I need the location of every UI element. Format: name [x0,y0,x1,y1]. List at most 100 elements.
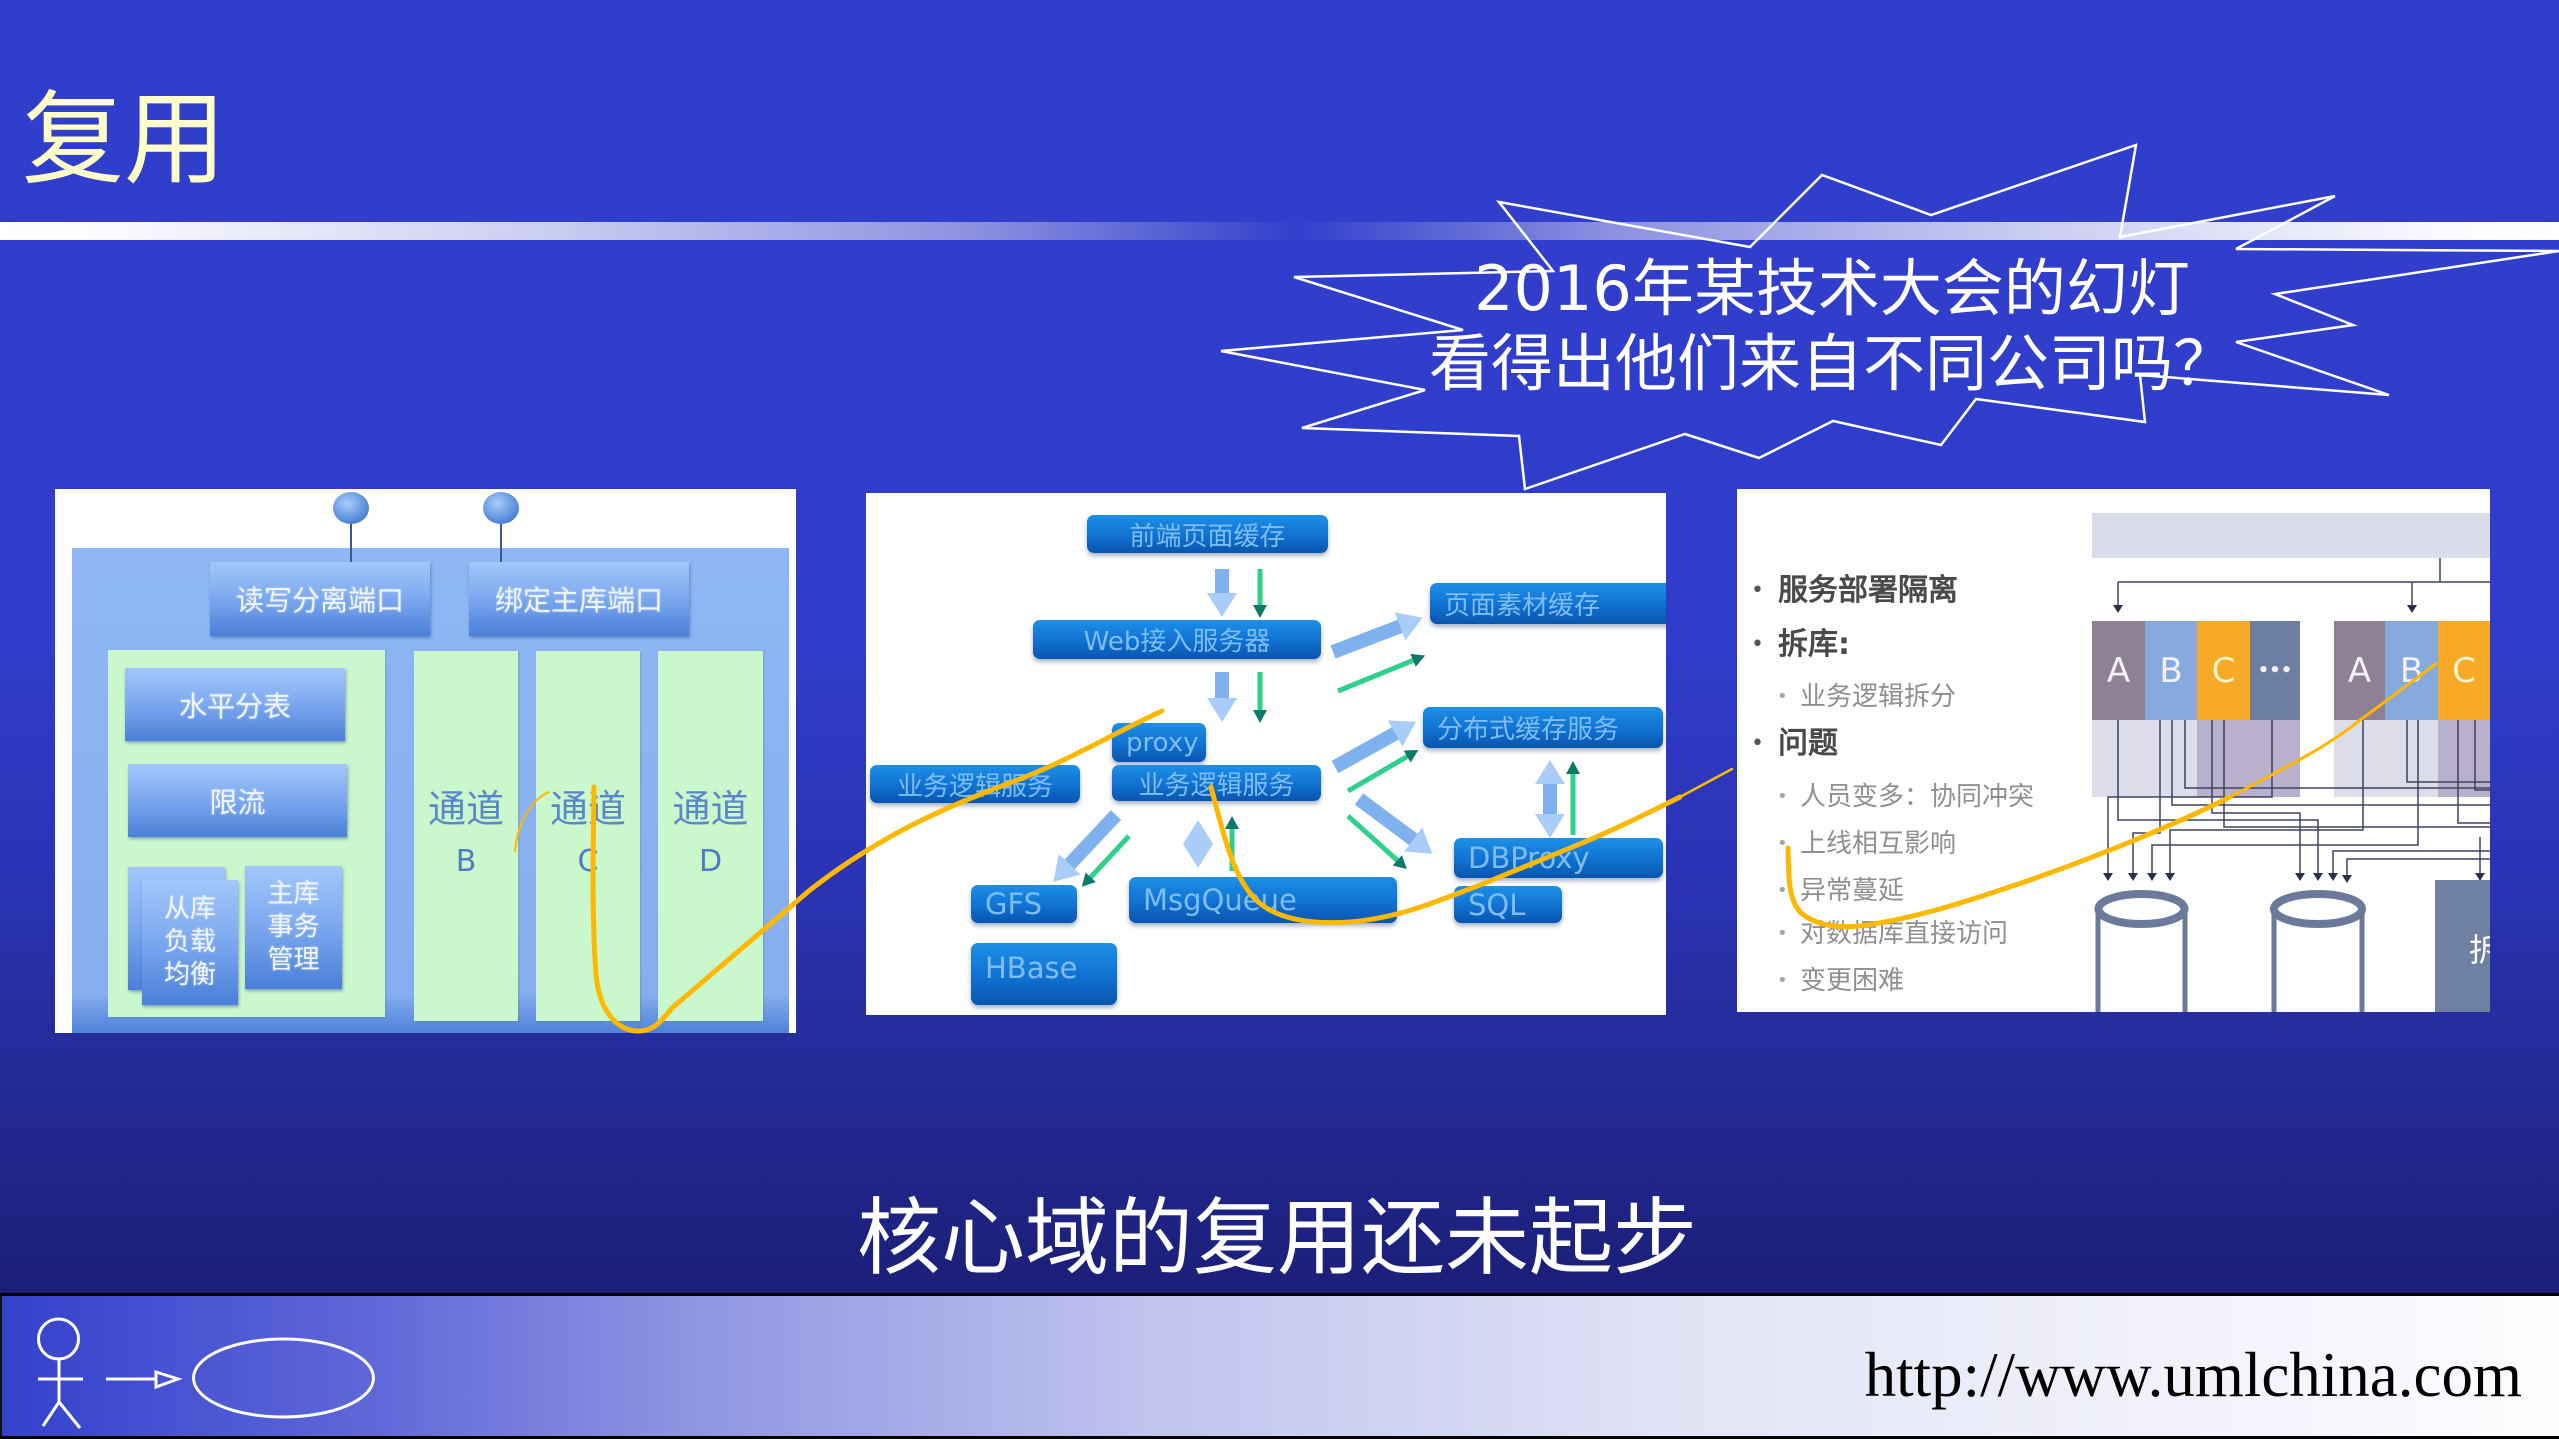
port-lollipop-icons [333,492,519,563]
routing-lines [2094,558,2490,1012]
column-label: B [2159,650,2183,691]
callout-text: 2016年某技术大会的幻灯 看得出他们来自不同公司吗？ [1382,251,2282,401]
node-asset-cache: 页面素材缓存 [1430,583,1666,624]
node-biz-logic-left: 业务逻辑服务 [870,765,1080,803]
title-divider-bar [0,222,2559,240]
bullet-text: 业务逻辑拆分 [1800,682,1957,712]
database-cylinder-icon [2270,890,2366,1012]
node-sql: SQL [1454,886,1562,923]
node-label: 分布式缓存服务 [1437,715,1620,745]
bullet-item: • 服务部署隔离 [1737,574,2097,608]
box-label-line: 主库 [267,879,320,909]
bullet-item: • 拆库: [1737,628,2097,662]
bullet-dot-icon: • [1777,833,1788,854]
node-label: GFS [985,887,1043,921]
flow-arrows [1053,569,1580,887]
slide-title: 复用 [22,81,226,200]
box-label-line: 负载 [163,927,216,957]
service-column-b: B [2145,621,2197,720]
footer-url: http://www.umlchina.com [1864,1340,2522,1410]
port-circle-icon [333,492,369,524]
callout-line-1: 2016年某技术大会的幻灯 [1474,252,2190,325]
bullet-text: 问题 [1778,726,1838,761]
bullet-dot-icon: • [1751,731,1764,756]
column-label: A [2106,650,2131,691]
box-label-line: 事务 [267,912,320,942]
column-shade [2438,720,2490,797]
read-write-split-port: 读写分离端口 [210,562,430,636]
bullet-text: 拆库: [1778,627,1850,662]
bullet-dot-icon: • [1777,786,1788,807]
node-label: 页面素材缓存 [1444,591,1601,621]
bind-master-port: 绑定主库端口 [469,562,689,636]
node-gfs: GFS [971,885,1077,923]
replica-load-balance-box: 从库 负载 均衡 [142,880,238,1005]
channel-letter: B [455,844,477,879]
port-label: 绑定主库端口 [494,584,663,617]
arrow-right-icon [106,1369,183,1390]
bullet-dot-icon: • [1751,632,1764,657]
node-proxy: proxy [1112,723,1206,762]
node-dbproxy: DBProxy [1454,838,1663,878]
conclusion-text: 核心域的复用还未起步 [856,1189,1697,1287]
channel-b: 通道 B [414,651,518,1021]
bullet-dot-icon: • [1777,686,1788,707]
box-label: 限流 [209,785,266,819]
node-label: 前端页面缓存 [1129,521,1286,552]
channel-d: 通道 D [658,651,763,1021]
node-frontend-cache: 前端页面缓存 [1087,515,1328,553]
node-msgqueue: MsgQueue [1129,877,1397,923]
node-label: proxy [1126,727,1199,758]
bullet-item: • 业务逻辑拆分 [1737,680,2097,714]
callout-line-2: 看得出他们来自不同公司吗？ [1428,327,2235,400]
box-label: 水平分表 [178,689,291,723]
gateway-bar [2092,513,2490,558]
node-label: DBProxy [1468,841,1590,875]
port-label: 读写分离端口 [235,584,404,617]
port-circle-icon [483,492,519,524]
figure-db-middleware-diagram: 读写分离端口 绑定主库端口 水平分表 限流 从库 负载 均衡 主库 事务 管理 … [55,489,796,1033]
database-cylinder-icon [2094,890,2189,1012]
column-label: C [2452,650,2476,691]
channel-c: 通道 C [536,651,640,1021]
bullet-dot-icon: • [1751,578,1764,603]
bullet-item: • 问题 [1737,727,2097,761]
split-box: 拆 [2435,880,2490,1012]
channel-label: 通道 [549,787,626,831]
node-hbase: HBase [971,943,1117,1005]
bullet-text: 变更困难 [1800,966,1905,996]
service-column-c: C [2438,621,2490,720]
bullet-dot-icon: • [1777,880,1788,901]
box-label-line: 均衡 [163,960,216,990]
node-label: HBase [985,951,1078,985]
box-label-line: 从库 [163,894,216,924]
bullet-dot-icon: • [1777,970,1788,991]
footer-bar: http://www.umlchina.com [0,1293,2559,1439]
use-case-ellipse-icon [192,1337,375,1419]
node-web-server: Web接入服务器 [1033,620,1321,659]
master-transaction-box: 主库 事务 管理 [245,866,342,989]
node-label: SQL [1468,887,1526,922]
horizontal-sharding-box: 水平分表 [125,668,345,741]
node-biz-logic-center: 业务逻辑服务 [1112,765,1321,801]
node-label: 业务逻辑服务 [896,771,1053,802]
stick-figure-actor-icon [37,1317,83,1429]
footer-logo [37,1317,375,1429]
box-label-line: 管理 [267,945,320,975]
channel-letter: D [698,844,723,879]
channel-label: 通道 [672,787,749,831]
node-label: 业务逻辑服务 [1138,770,1295,801]
node-label: MsgQueue [1143,883,1297,917]
bullet-item: • 变更困难 [1737,964,2097,998]
figure-service-architecture: 前端页面缓存 Web接入服务器 页面素材缓存 proxy 业务逻辑服务 业务逻辑… [866,493,1666,1015]
bullet-text: 服务部署隔离 [1778,573,1958,608]
bullet-dot-icon: • [1777,923,1788,944]
node-label: Web接入服务器 [1083,627,1271,657]
node-distributed-cache: 分布式缓存服务 [1423,707,1663,748]
rate-limit-box: 限流 [128,764,347,837]
channel-label: 通道 [427,787,504,831]
service-column-a: A [2092,621,2145,720]
split-box-label: 拆 [2469,931,2490,969]
channel-letter: C [577,844,599,879]
column-shade [2092,720,2197,797]
